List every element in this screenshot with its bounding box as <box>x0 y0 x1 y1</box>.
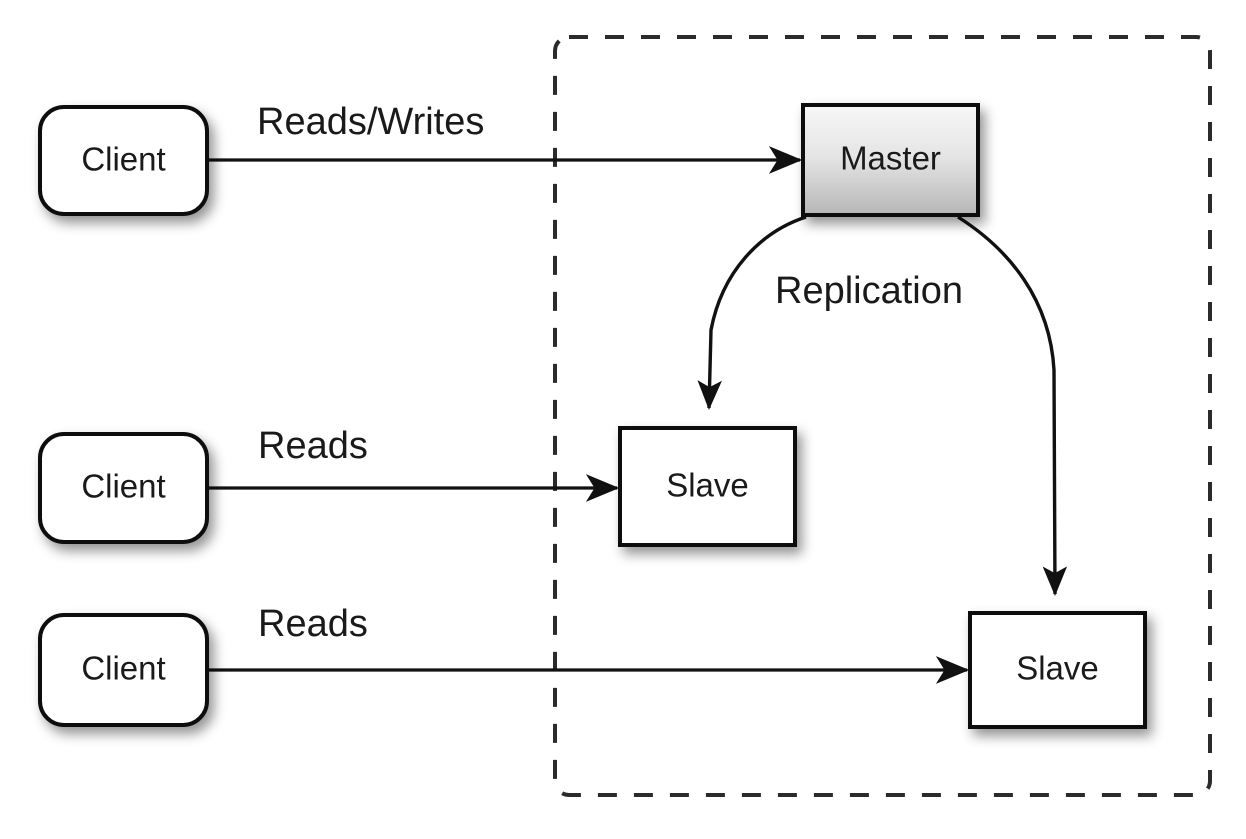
client-1-label: Client <box>81 141 165 178</box>
node-client-2[interactable]: Client <box>38 432 209 544</box>
edge-label-reads-bottom: Reads <box>258 603 368 645</box>
edge-label-reads-writes: Reads/Writes <box>257 101 484 143</box>
client-3-shape[interactable] <box>38 613 209 727</box>
client-2-shape[interactable] <box>38 432 209 544</box>
edge-master-to-slave1-curve <box>697 215 807 411</box>
master-label: Master <box>840 140 941 177</box>
slave-2-shape[interactable] <box>968 611 1147 729</box>
slave-1-shape[interactable] <box>618 426 797 547</box>
edge-master-to-slave2-curve <box>957 215 1068 597</box>
master-shape[interactable] <box>801 103 980 217</box>
node-client-3[interactable]: Client <box>38 613 209 727</box>
node-slave-2[interactable]: Slave <box>968 611 1147 729</box>
edge-label-reads-middle: Reads <box>258 425 368 467</box>
slave-1-label: Slave <box>666 467 749 504</box>
node-client-1[interactable]: Client <box>38 105 209 216</box>
slave-2-label: Slave <box>1016 650 1099 687</box>
cluster-boundary-dashed-region <box>553 35 1212 797</box>
client-1-shape[interactable] <box>38 105 209 216</box>
client-2-label: Client <box>81 468 165 505</box>
edge-label-replication: Replication <box>775 270 963 312</box>
client-3-label: Client <box>81 650 165 687</box>
node-slave-1[interactable]: Slave <box>618 426 797 547</box>
node-master[interactable]: Master <box>801 103 980 217</box>
